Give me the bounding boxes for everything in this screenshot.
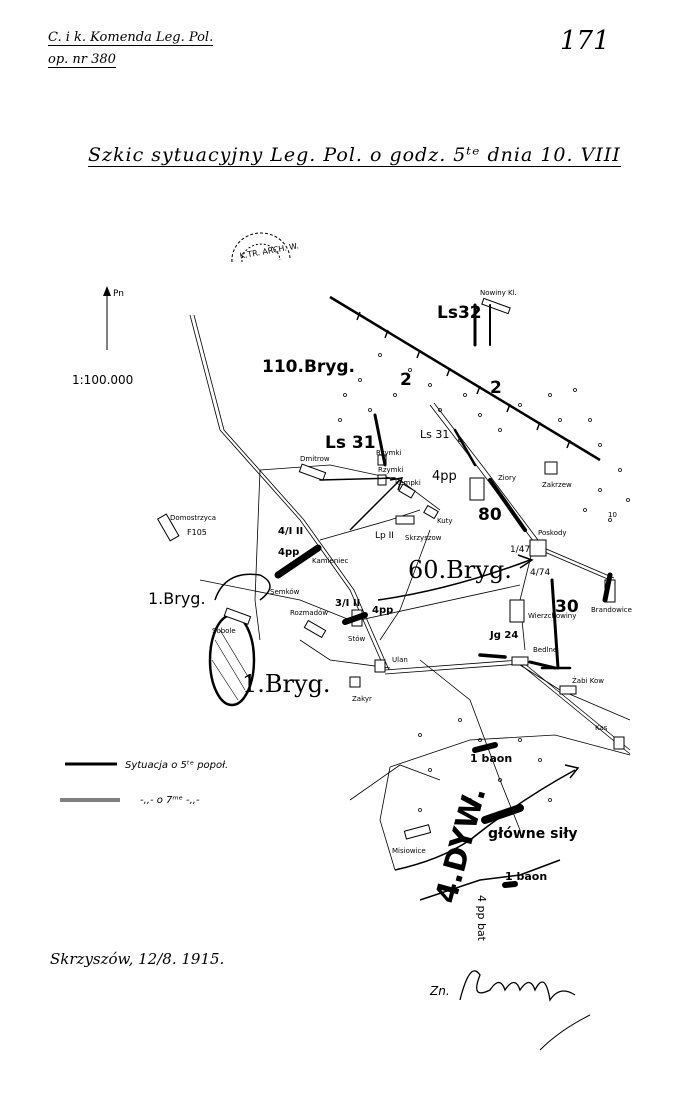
- f105-label: F105: [187, 528, 207, 537]
- ls31-label-a: Ls 31: [325, 433, 376, 453]
- place-wierzchowiny: Wierzchowiny: [528, 612, 576, 620]
- legend-solid-label: Sytuacja o 5ᵗᵉ popoł.: [125, 760, 228, 771]
- place-dmitrow: Dmitrow: [300, 455, 330, 463]
- page-number: 171: [560, 26, 610, 56]
- unit-10-label: 10: [608, 511, 617, 519]
- villages: [156, 297, 625, 840]
- place-rzymki-2: Rzymki: [378, 466, 404, 474]
- svg-text:Zn.: Zn.: [429, 984, 450, 998]
- baon-label-a: 1 baon: [470, 752, 512, 765]
- place-kempki: Kempki: [395, 479, 421, 487]
- unit-80-label: 80: [478, 505, 502, 525]
- issuing-office: C. i k. Komenda Leg. Pol.: [48, 30, 214, 46]
- place-semkow: Semków: [270, 588, 300, 596]
- unit-2a: 2: [400, 370, 412, 390]
- place-skrzyszow: Skrzyszow: [405, 534, 442, 542]
- place-zakrzew: Zakrzew: [542, 481, 572, 489]
- division-4-label: 4.DYW.: [429, 783, 494, 907]
- north-label: Pn: [113, 289, 124, 299]
- map-title: Szkic sytuacyjny Leg. Pol. o godz. 5ᵗᵉ d…: [88, 144, 621, 167]
- baon-label-b: 1 baon: [505, 870, 547, 883]
- unit-3-label: 3/I II: [335, 598, 360, 609]
- brigade-60-label: 60.Bryg.: [408, 556, 512, 584]
- movement-arrows: [349, 477, 580, 901]
- unit-2b: 2: [490, 378, 502, 398]
- forest-area: [338, 353, 630, 812]
- place-ziory: Ziory: [498, 474, 516, 482]
- archive-stamp: [231, 232, 291, 263]
- place-zabi-kow: Żabi Kow: [572, 676, 604, 685]
- place-brandowice: Brandowice: [591, 606, 632, 614]
- map-scale: 1:100.000: [72, 373, 134, 387]
- 4pp-battalion-label: 4 pp bat: [475, 895, 488, 942]
- place-misiowice: Misiowice: [392, 847, 426, 855]
- place-zakyr: Zakyr: [352, 695, 372, 703]
- lp-label: Lp II: [375, 531, 394, 541]
- operation-number: op. nr 380: [48, 52, 116, 68]
- north-arrow-icon: [103, 286, 111, 350]
- brigade-110-label: 110.Bryg.: [262, 357, 355, 377]
- place-kas: Kas: [595, 724, 608, 732]
- place-rzymki-1: Rzymki: [376, 449, 402, 457]
- place-rozmadow: Rozmadów: [290, 609, 328, 617]
- place-bedlne: Bedlne: [533, 646, 557, 654]
- 4pp-label-c: 4pp: [372, 605, 393, 616]
- 4pp-label-b: 4pp: [278, 547, 299, 558]
- jg24-label: Jg 24: [489, 630, 518, 641]
- place-date: Skrzyszów, 12/8. 1915.: [50, 950, 225, 968]
- legend-double-label: -,,- o 7ᵐᵉ -,,-: [140, 795, 200, 806]
- place-poskody: Poskody: [538, 529, 567, 537]
- ls31-label-b: Ls 31: [420, 428, 449, 441]
- unit-4-label: 4/I II: [278, 526, 303, 537]
- place-kamieniec: Kamieniec: [312, 557, 349, 565]
- place-domostrzyca: Domostrzyca: [170, 514, 216, 522]
- place-kuty: Kuty: [437, 517, 453, 525]
- unit-1-47-label: 1/47: [510, 545, 530, 555]
- roads: [189, 314, 631, 871]
- unit-positions: [274, 303, 613, 888]
- brigade-1-label-b: 1.Bryg.: [242, 670, 331, 698]
- 4pp-label-a: 4pp: [432, 469, 457, 484]
- place-ulan: Ulan: [392, 656, 408, 664]
- signature: Zn.: [429, 970, 591, 1051]
- place-sobole: Sobole: [212, 627, 236, 635]
- main-forces-label: główne siły: [488, 826, 578, 842]
- place-nowiny: Nowiny Kl.: [480, 289, 517, 297]
- unit-4-74-label: 4/74: [530, 568, 550, 578]
- front-line: [329, 295, 601, 462]
- ls32-label: Ls32: [437, 303, 482, 323]
- unit-30-label: 30: [555, 597, 579, 617]
- brigade-1-label-a: 1.Bryg.: [148, 589, 206, 608]
- place-stow: Stów: [348, 635, 365, 643]
